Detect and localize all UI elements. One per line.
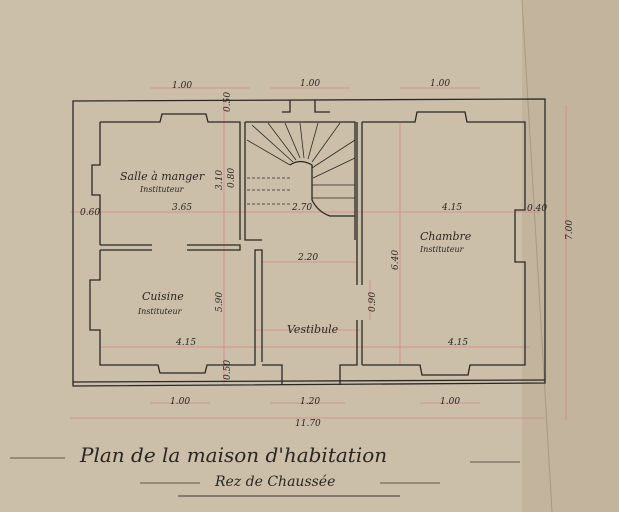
dimension-label: 3.65 bbox=[172, 203, 192, 213]
dimension-label: 0.90 bbox=[368, 292, 378, 312]
dimension-label: 0.60 bbox=[80, 208, 100, 218]
dimension-labels: 1.00 1.00 1.00 0.50 3.10 0.80 0.60 3.65 … bbox=[80, 79, 575, 429]
room-label-bedroom: Chambre bbox=[420, 230, 472, 243]
dimension-label: 1.00 bbox=[300, 79, 320, 89]
dimension-lines bbox=[70, 87, 567, 420]
dimension-label: 1.00 bbox=[172, 81, 192, 91]
dimension-label: 0.50 bbox=[223, 360, 233, 380]
room-label-dining: Salle à manger bbox=[120, 170, 205, 183]
dimension-label: 0.40 bbox=[527, 204, 547, 214]
paper-fold-line bbox=[521, 0, 553, 512]
walls bbox=[72, 98, 546, 387]
dimension-label: 0.80 bbox=[227, 168, 237, 188]
dimension-label: 1.20 bbox=[300, 397, 320, 407]
dimension-label: 1.00 bbox=[440, 397, 460, 407]
room-label-kitchen: Cuisine bbox=[142, 290, 184, 303]
dimension-label: 7.00 bbox=[565, 220, 575, 240]
room-occupant-kitchen: Instituteur bbox=[137, 307, 183, 316]
dimension-label: 2.20 bbox=[297, 253, 318, 263]
paper-fold-right bbox=[522, 0, 619, 512]
dimension-label: 2.70 bbox=[291, 203, 312, 213]
dimension-label: 11.70 bbox=[295, 419, 321, 429]
dimension-label: 6.40 bbox=[391, 250, 401, 270]
dimension-label: 1.00 bbox=[170, 397, 190, 407]
dimension-label: 0.50 bbox=[223, 92, 233, 112]
dimension-label: 4.15 bbox=[447, 338, 468, 348]
dimension-label: 5.90 bbox=[215, 292, 225, 312]
dimension-label: 3.10 bbox=[215, 170, 225, 190]
dimension-label: 4.15 bbox=[441, 203, 462, 213]
stair-treads bbox=[246, 122, 356, 205]
drawing-subtitle: Rez de Chaussée bbox=[214, 474, 335, 490]
dimension-label: 1.00 bbox=[430, 79, 450, 89]
drawing-title: Plan de la maison d'habitation bbox=[79, 443, 387, 467]
room-label-vestibule: Vestibule bbox=[287, 323, 339, 336]
room-occupant-bedroom: Instituteur bbox=[419, 245, 465, 254]
dimension-label: 4.15 bbox=[175, 338, 196, 348]
room-occupant-dining: Instituteur bbox=[139, 185, 185, 194]
